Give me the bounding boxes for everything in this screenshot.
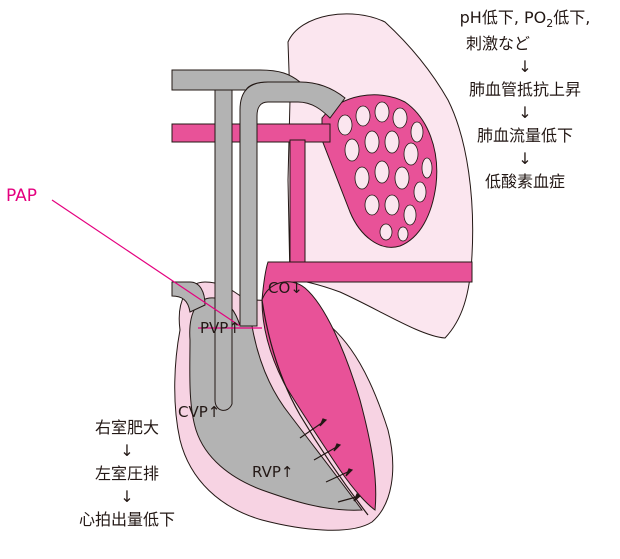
pap-pointer — [52, 200, 240, 326]
pap-label: PAP — [6, 186, 37, 206]
left-flow: 右室肥大 ↓ 左室圧排 ↓ 心拍出量低下 — [62, 418, 192, 530]
co-text: CO — [268, 279, 290, 297]
inferior-branch — [172, 282, 205, 312]
rvp-text: RVP — [252, 463, 281, 481]
co-down-arrow: ↓ — [290, 279, 303, 297]
pvp-up-arrow: ↑ — [228, 319, 241, 337]
right-step-1-a: pH低下, PO — [460, 8, 547, 27]
right-step-4: 低酸素血症 — [430, 172, 620, 192]
right-step-3: 肺血流量低下 — [430, 126, 620, 146]
right-step-1-line2: 刺激など — [430, 34, 620, 54]
left-arrow-1: ↓ — [62, 442, 192, 460]
right-step-1-b: 低下, — [553, 8, 590, 27]
rvp-label: RVP↑ — [252, 462, 294, 482]
rvp-up-arrow: ↑ — [281, 463, 294, 481]
left-step-3: 心拍出量低下 — [62, 510, 192, 530]
left-arrow-2: ↓ — [62, 488, 192, 506]
pvp-label: PVP↑ — [200, 318, 241, 338]
right-flow: pH低下, PO2低下, 刺激など ↓ 肺血管抵抗上昇 ↓ 肺血流量低下 ↓ 低… — [430, 8, 620, 192]
pulmonary-vein-right — [290, 140, 305, 262]
left-step-2: 左室圧排 — [62, 464, 192, 484]
co-label: CO↓ — [268, 278, 303, 298]
right-arrow-3: ↓ — [430, 150, 620, 168]
vena-cava — [215, 90, 232, 410]
right-step-1: pH低下, PO2低下, — [430, 8, 620, 34]
pvp-text: PVP — [200, 319, 228, 337]
cvp-up-arrow: ↑ — [208, 403, 221, 421]
right-arrow-1: ↓ — [430, 58, 620, 76]
right-arrow-2: ↓ — [430, 104, 620, 122]
right-step-2: 肺血管抵抗上昇 — [430, 80, 620, 100]
left-step-1: 右室肥大 — [62, 418, 192, 438]
